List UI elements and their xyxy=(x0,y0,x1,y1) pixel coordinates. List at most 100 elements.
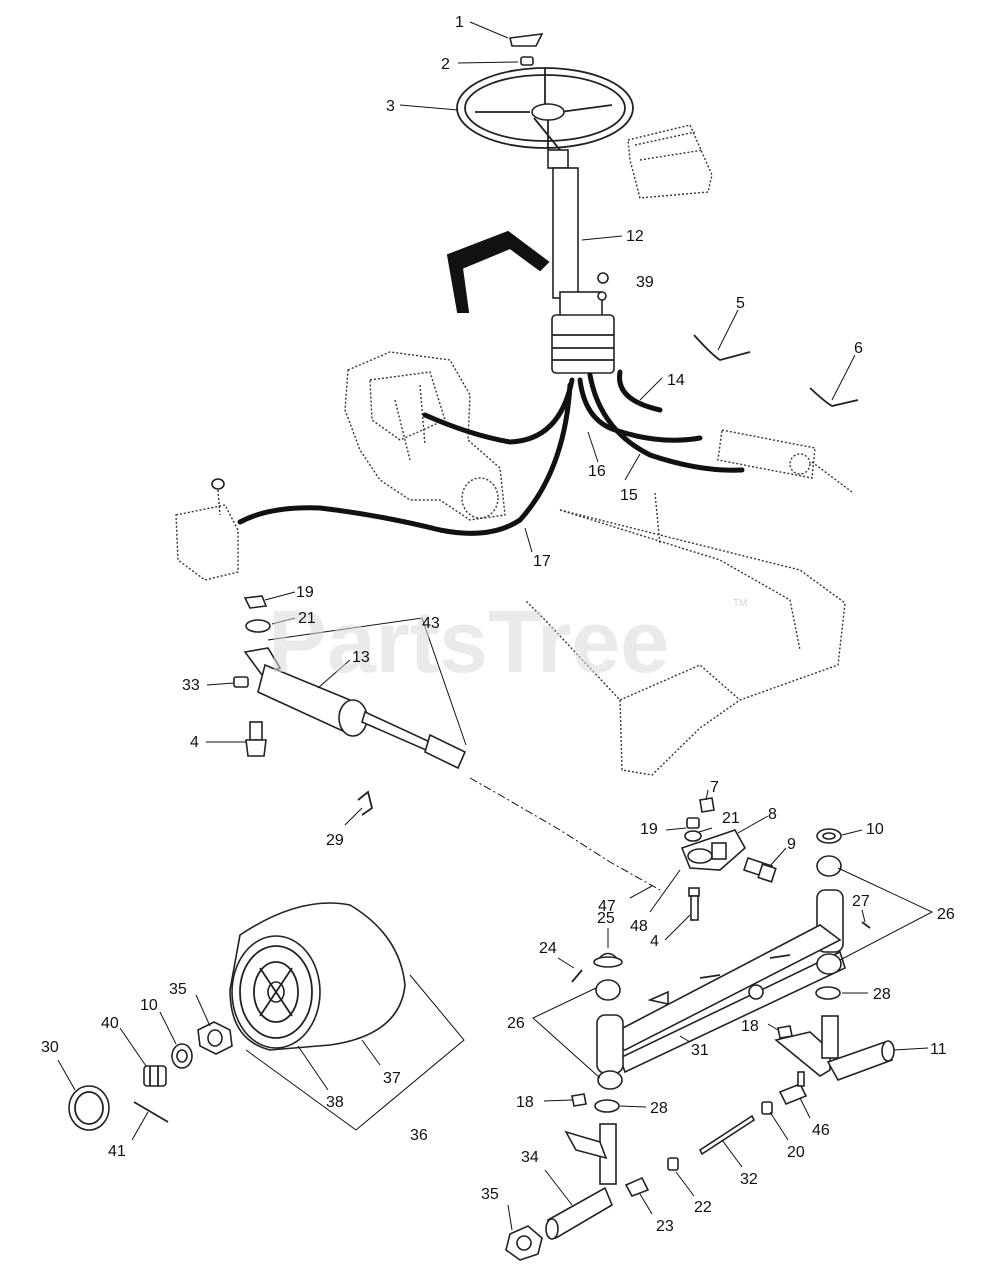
part-cap xyxy=(509,33,544,47)
part-hoses xyxy=(237,369,745,536)
callout-label: 25 xyxy=(597,910,615,927)
callout-label: 10 xyxy=(140,997,158,1014)
part-cap-25 xyxy=(593,952,623,968)
part-steering-arm xyxy=(680,829,747,871)
callout-label: 4 xyxy=(650,933,659,950)
part-nut-22 xyxy=(667,1157,679,1171)
part-fitting-33 xyxy=(233,676,249,688)
callout-label: 35 xyxy=(481,1186,499,1203)
callout-label: 1 xyxy=(455,14,464,31)
callout-label: 43 xyxy=(422,615,440,632)
callout-label: 5 xyxy=(736,295,745,312)
part-bushing-26a xyxy=(816,953,842,975)
callout-label: 38 xyxy=(326,1094,344,1111)
callout-label: 6 xyxy=(854,340,863,357)
part-washer-10a xyxy=(816,828,842,844)
part-bolt-4a xyxy=(245,721,267,757)
part-nut-39 xyxy=(597,272,609,284)
part-cylinder-ghost xyxy=(717,429,853,493)
callout-label: 23 xyxy=(656,1218,674,1235)
part-tie-rod xyxy=(698,1114,756,1156)
assembly-line xyxy=(469,777,661,891)
callout-label: 4 xyxy=(190,734,199,751)
part-washer-28b xyxy=(594,1099,620,1113)
callout-label: 20 xyxy=(787,1144,805,1161)
callout-label: 7 xyxy=(710,779,719,796)
callout-label: 22 xyxy=(694,1199,712,1216)
callout-label: 9 xyxy=(787,836,796,853)
part-wheel-assembly xyxy=(229,902,406,1051)
part-clamp-23 xyxy=(624,1176,650,1197)
callout-label: 41 xyxy=(108,1143,126,1160)
part-washer-28a xyxy=(815,986,841,1000)
part-control-valve-ghost xyxy=(175,478,239,581)
part-steering-nut xyxy=(520,56,534,66)
callout-label: 32 xyxy=(740,1171,758,1188)
callout-label: 8 xyxy=(768,806,777,823)
callout-label: 13 xyxy=(352,649,370,666)
callout-label: 31 xyxy=(691,1042,709,1059)
callout-label: 18 xyxy=(741,1018,759,1035)
part-washer-21a xyxy=(245,619,271,633)
callout-label: 48 xyxy=(630,918,648,935)
part-pedal xyxy=(446,230,550,313)
part-console-ghost xyxy=(627,124,713,199)
part-steering-wheel xyxy=(456,67,634,151)
callout-label: 28 xyxy=(650,1100,668,1117)
part-axle xyxy=(598,855,846,1074)
part-pin-27 xyxy=(861,921,871,929)
part-spindle-11 xyxy=(774,1015,895,1081)
part-clamp-6 xyxy=(809,387,859,407)
part-washer-10b xyxy=(171,1043,193,1069)
callout-label: 3 xyxy=(386,98,395,115)
part-nut-35a xyxy=(197,1021,233,1055)
part-nut-20 xyxy=(761,1101,773,1115)
part-nut-7 xyxy=(699,797,715,813)
callout-label: 37 xyxy=(383,1070,401,1087)
part-nut-19b xyxy=(686,817,700,829)
part-clip-29 xyxy=(357,790,374,816)
callout-label: 14 xyxy=(667,372,685,389)
part-nut-19a xyxy=(243,595,268,609)
callout-label: 19 xyxy=(296,584,314,601)
callout-label: 12 xyxy=(626,228,644,245)
leader-lines xyxy=(57,21,934,1231)
callout-label: 47 xyxy=(598,898,616,915)
callout-labels: 1 2 3 12 39 5 6 14 16 15 17 19 21 43 13 … xyxy=(41,14,955,1235)
callout-label: 19 xyxy=(640,821,658,838)
part-bushing-26b xyxy=(595,979,624,1090)
part-spindle-34 xyxy=(545,1123,617,1240)
part-nut-35b xyxy=(505,1225,543,1261)
callout-label: 2 xyxy=(441,56,450,73)
callout-label: 21 xyxy=(722,810,740,827)
callout-label: 27 xyxy=(852,893,870,910)
callout-label: 18 xyxy=(516,1094,534,1111)
callout-label: 17 xyxy=(533,553,551,570)
callout-label: 11 xyxy=(930,1041,947,1058)
part-pin-24 xyxy=(571,969,583,983)
part-steering-cylinder xyxy=(243,647,467,770)
part-transmission-ghost xyxy=(344,351,506,521)
callout-label: 40 xyxy=(101,1015,119,1032)
part-tie-rod-end xyxy=(778,1071,808,1106)
watermark-trademark: TM xyxy=(733,598,747,609)
callout-label: 36 xyxy=(410,1127,428,1144)
part-cotter-pin xyxy=(133,1101,169,1123)
part-castle-nut xyxy=(143,1065,167,1087)
callout-label: 34 xyxy=(521,1149,539,1166)
part-bolt-4b xyxy=(688,887,700,921)
part-nut-18b xyxy=(571,1093,587,1107)
part-clamp-5 xyxy=(693,334,751,361)
callout-label: 16 xyxy=(588,463,606,480)
part-steering-column xyxy=(547,149,615,374)
part-bolt-9 xyxy=(742,856,777,883)
callout-label: 28 xyxy=(873,986,891,1003)
part-hub-cap xyxy=(68,1085,110,1131)
callout-label: 26 xyxy=(937,906,955,923)
callout-label: 33 xyxy=(182,677,200,694)
callout-label: 30 xyxy=(41,1039,59,1056)
callout-label: 39 xyxy=(636,274,654,291)
callout-label: 29 xyxy=(326,832,344,849)
callout-label: 21 xyxy=(298,610,316,627)
